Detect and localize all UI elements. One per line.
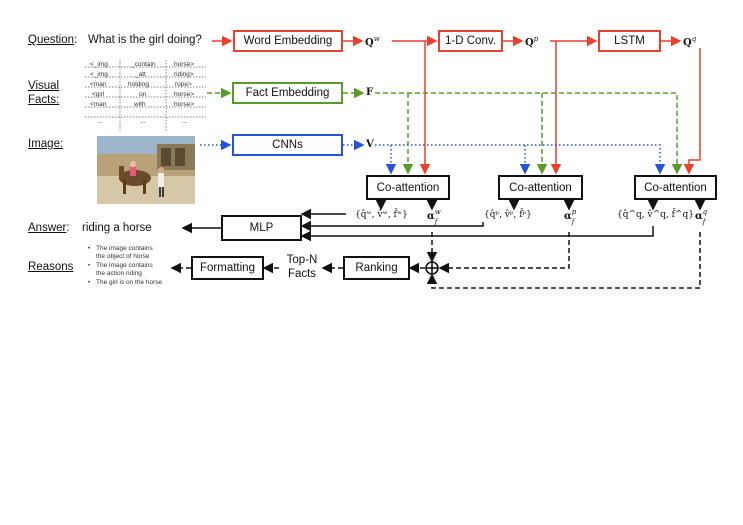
- ranking-box: Ranking: [343, 256, 410, 280]
- formatting-box: Formatting: [191, 256, 264, 280]
- fact-cell: with: [134, 101, 146, 108]
- fact-cell: <_img: [90, 61, 108, 68]
- input-photo: [97, 136, 195, 204]
- fact-cell: ...: [97, 118, 103, 125]
- reason-bullet: •: [88, 279, 91, 286]
- question-label: Question:: [28, 34, 78, 46]
- question-flow: [212, 35, 701, 175]
- q-phrase-symbol: Qp: [525, 35, 539, 49]
- reasons-flow: [170, 232, 701, 289]
- fact-cell: ...: [182, 118, 188, 125]
- fact-cell: horse>: [174, 91, 195, 98]
- attended-features-word: {q̂ʷ, v̂ʷ, f̂ʷ}: [355, 210, 408, 220]
- reasons-label: Reasons: [28, 261, 74, 273]
- fact-cell: _att: [135, 71, 146, 78]
- coattention-box-phrase: Co-attention: [498, 175, 583, 200]
- word-embedding-box: Word Embedding: [233, 30, 343, 52]
- reason-text: the action riding: [96, 270, 142, 277]
- fact-cell: holding: [128, 81, 149, 88]
- fact-cell: _contain: [131, 61, 156, 68]
- fact-cell: horse>: [174, 101, 195, 108]
- image-label: Image:: [28, 138, 64, 150]
- facts-label: Facts:: [28, 94, 60, 106]
- facts-flow: [207, 87, 683, 175]
- coattention-box-word: Co-attention: [366, 175, 450, 200]
- fact-embedding-box: Fact Embedding: [232, 82, 343, 104]
- q-word-symbol: Qw: [365, 35, 380, 49]
- question-text: What is the girl doing?: [88, 34, 202, 46]
- answer-text: riding a horse: [82, 222, 152, 234]
- attended-features-phrase: {q̂ᵖ, v̂ᵖ, f̂ᵖ}: [484, 210, 532, 220]
- mlp-box: MLP: [221, 215, 302, 241]
- v-symbol: V: [366, 139, 374, 150]
- attended-features-question: {q̂^q, v̂^q, f̂^q}: [617, 210, 694, 220]
- fact-cell: on: [139, 91, 147, 98]
- reason-text: The image contains: [96, 262, 153, 269]
- fact-cell: rope>: [175, 81, 192, 88]
- topn-line1: Top-N: [286, 254, 318, 266]
- reason-text: The image contains: [96, 245, 153, 252]
- lstm-box: LSTM: [598, 30, 661, 52]
- topn-line2: Facts: [287, 268, 317, 280]
- reason-bullet: •: [88, 262, 91, 269]
- fact-cell: <man: [90, 81, 107, 88]
- q-question-symbol: Qq: [683, 35, 697, 49]
- reason-text: The girl is on the horse: [96, 279, 163, 286]
- product-node: [425, 261, 439, 275]
- f-symbol: F: [366, 87, 374, 98]
- fact-cell: <man: [90, 101, 107, 108]
- fact-cell: ...: [140, 118, 146, 125]
- reason-text: the object of horse: [96, 253, 150, 260]
- cnns-box: CNNs: [232, 134, 343, 156]
- fact-cell: horse>: [174, 61, 195, 68]
- coattention-box-question: Co-attention: [634, 175, 717, 200]
- conv-box: 1-D Conv.: [438, 30, 503, 52]
- reason-bullet: •: [88, 245, 91, 252]
- facts-table-lines: [85, 60, 206, 132]
- fact-cell: <_img: [90, 71, 108, 78]
- visual-label: Visual: [28, 80, 60, 92]
- fact-cell: <girl: [92, 91, 105, 98]
- answer-flow: [181, 200, 706, 242]
- image-flow: [200, 139, 666, 175]
- fact-cell: riding>: [174, 71, 194, 78]
- answer-label: Answer:: [28, 222, 70, 234]
